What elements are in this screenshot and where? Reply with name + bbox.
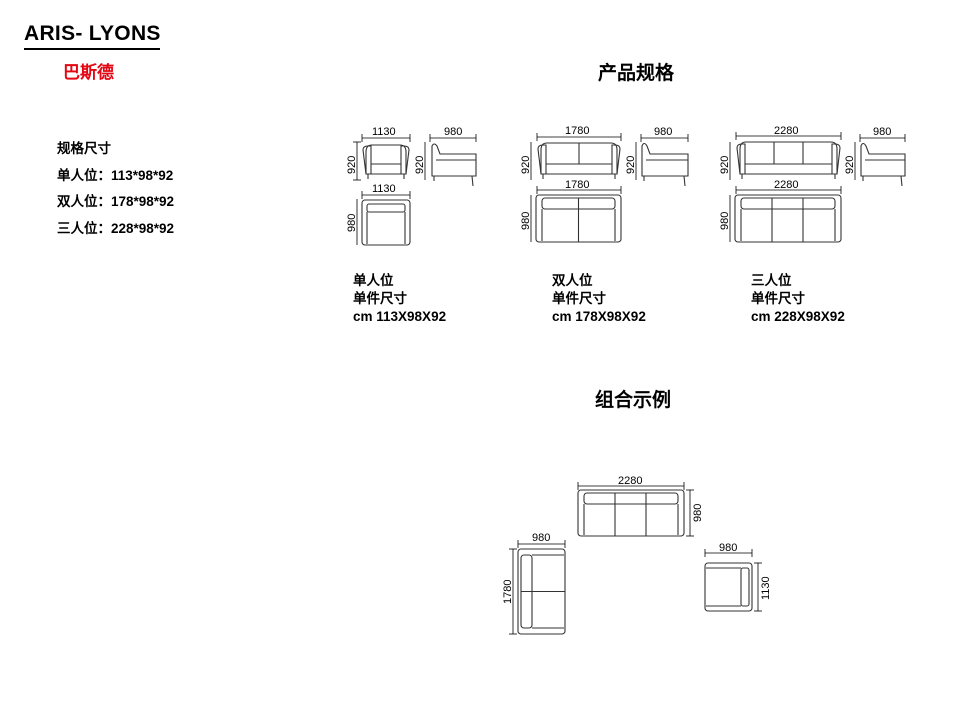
spec-list: 规格尺寸 单人位：113*98*92 双人位：178*98*92 三人位：228…	[57, 136, 174, 242]
product-dims: cm 113X98X92	[353, 309, 447, 324]
double-side-height: 920	[625, 156, 637, 174]
combo-title: 组合示例	[595, 390, 672, 411]
single-seat-side-view: 980 920	[414, 126, 477, 187]
triple-seat-side-view: 980 920	[844, 126, 906, 187]
product-type: 单人位	[353, 273, 394, 288]
double-side-depth: 980	[654, 126, 672, 138]
brand-cn-name: 巴斯德	[63, 63, 114, 82]
single-side-height: 920	[414, 156, 426, 174]
single-front-width: 1130	[372, 126, 396, 138]
product-caption-double: 双人位 单件尺寸 cm 178X98X92	[552, 272, 646, 326]
triple-front-height: 920	[719, 156, 731, 174]
brand-underline	[24, 48, 160, 50]
spec-value: 228*98*92	[111, 220, 175, 236]
combo-three-seat: 2280 980	[577, 475, 704, 537]
combo-one-width: 1130	[760, 576, 772, 600]
triple-seat-front-view: 2280 920	[719, 125, 842, 180]
combo-two-depth: 980	[532, 532, 550, 544]
single-side-depth: 980	[444, 126, 462, 138]
triple-front-width: 2280	[774, 125, 798, 137]
spec-label: 双人位：	[57, 194, 111, 209]
product-caption-triple: 三人位 单件尺寸 cm 228X98X92	[751, 272, 845, 326]
triple-top-depth: 980	[719, 212, 731, 230]
product-dims: cm 228X98X92	[751, 309, 845, 324]
product-type: 三人位	[751, 273, 792, 288]
spec-item-single: 单人位：113*98*92	[57, 163, 174, 190]
product-size-label: 单件尺寸	[751, 291, 805, 306]
spec-value: 178*98*92	[111, 194, 175, 209]
double-seat-top-view: 1780 980	[520, 179, 622, 243]
triple-side-depth: 980	[873, 126, 891, 138]
spec-item-triple: 三人位：228*98*92	[57, 216, 174, 243]
spec-label: 三人位：	[57, 220, 111, 236]
combo-two-seat: 980 1780	[502, 532, 566, 635]
double-front-width: 1780	[565, 125, 589, 137]
product-caption-single: 单人位 单件尺寸 cm 113X98X92	[353, 272, 446, 326]
product-type: 双人位	[552, 273, 593, 288]
combo-one-seat: 980 1130	[704, 542, 772, 612]
single-front-height: 920	[346, 156, 358, 174]
double-top-depth: 980	[520, 212, 532, 230]
combo-two-width: 1780	[502, 580, 514, 604]
triple-top-width: 2280	[774, 179, 798, 191]
combo-three-width: 2280	[618, 475, 642, 487]
single-top-width: 1130	[372, 183, 396, 195]
double-top-width: 1780	[565, 179, 589, 191]
product-dims: cm 178X98X92	[552, 309, 646, 324]
spec-label: 单人位：	[57, 167, 111, 183]
triple-side-height: 920	[844, 156, 856, 174]
spec-heading: 规格尺寸	[57, 141, 111, 156]
spec-item-double: 双人位：178*98*92	[57, 189, 174, 216]
product-size-label: 单件尺寸	[353, 291, 407, 306]
double-seat-side-view: 980 920	[625, 126, 689, 187]
specs-title: 产品规格	[598, 63, 675, 84]
combo-one-depth: 980	[719, 542, 737, 554]
single-seat-front-view: 1130 920	[346, 126, 411, 181]
double-front-height: 920	[520, 156, 532, 174]
triple-seat-top-view: 2280 980	[719, 179, 842, 243]
single-seat-top-view: 1130 980	[346, 183, 411, 246]
product-size-label: 单件尺寸	[552, 291, 606, 306]
combo-three-depth: 980	[692, 504, 704, 522]
brand-name: ARIS- LYONS	[24, 22, 161, 45]
spec-value: 113*98*92	[111, 167, 174, 183]
single-top-depth: 980	[346, 214, 358, 232]
double-seat-front-view: 1780 920	[520, 125, 622, 180]
